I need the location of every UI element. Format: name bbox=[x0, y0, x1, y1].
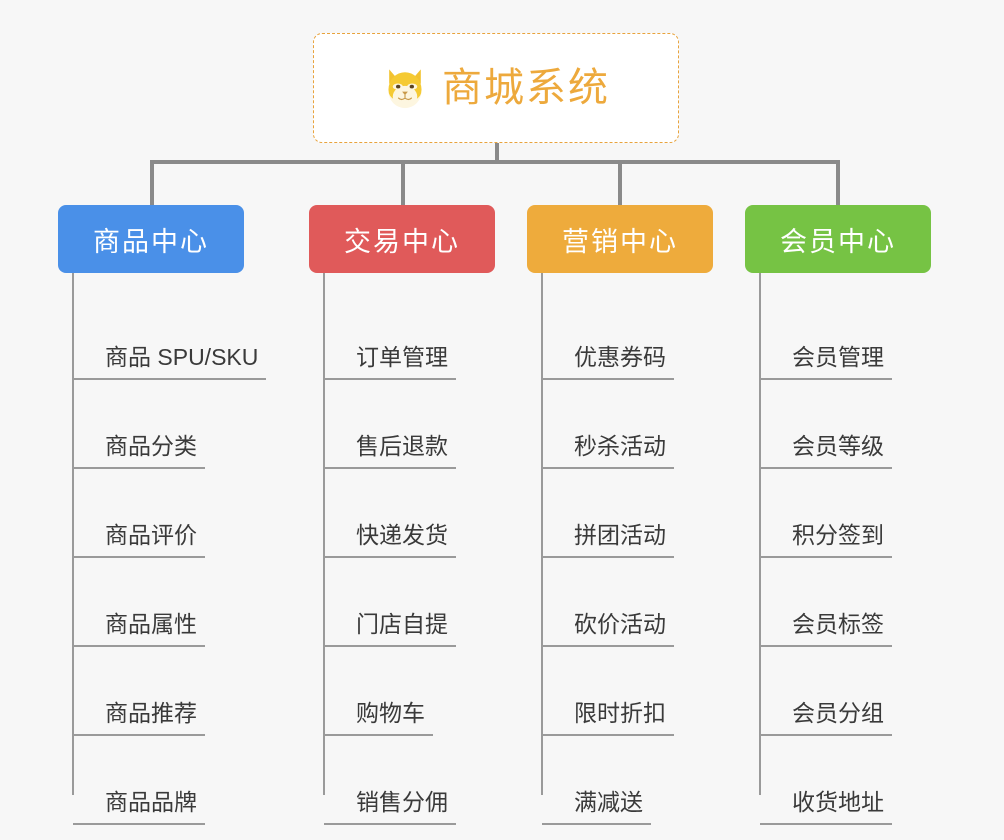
list-item[interactable]: 售后退款 bbox=[324, 380, 529, 469]
list-item[interactable]: 会员标签 bbox=[760, 558, 965, 647]
list-item[interactable]: 会员管理 bbox=[760, 291, 965, 380]
connector-drop-2 bbox=[401, 160, 405, 208]
list-item[interactable]: 商品分类 bbox=[73, 380, 308, 469]
category-header-label: 会员中心 bbox=[780, 226, 896, 257]
list-item[interactable]: 积分签到 bbox=[760, 469, 965, 558]
list-item[interactable]: 满减送 bbox=[542, 736, 747, 825]
list-item-label: 会员分组 bbox=[760, 699, 892, 736]
category-header-product-center[interactable]: 商品中心 bbox=[58, 205, 244, 273]
category-header-marketing-center[interactable]: 营销中心 bbox=[527, 205, 713, 273]
root-node-title: 商城系统 bbox=[442, 66, 610, 110]
dog-face-icon bbox=[388, 69, 422, 109]
list-item-label: 限时折扣 bbox=[542, 699, 674, 736]
item-list-trade-center: 订单管理 售后退款 快递发货 门店自提 购物车 销售分佣 bbox=[309, 273, 529, 825]
list-item[interactable]: 限时折扣 bbox=[542, 647, 747, 736]
list-item-label: 积分签到 bbox=[760, 521, 892, 558]
list-item-label: 优惠券码 bbox=[542, 343, 674, 380]
list-item-label: 售后退款 bbox=[324, 432, 456, 469]
list-item-label: 快递发货 bbox=[324, 521, 456, 558]
list-item[interactable]: 商品属性 bbox=[73, 558, 308, 647]
list-item[interactable]: 商品推荐 bbox=[73, 647, 308, 736]
list-item[interactable]: 商品品牌 bbox=[73, 736, 308, 825]
list-item-label: 商品评价 bbox=[73, 521, 205, 558]
list-item-label: 门店自提 bbox=[324, 610, 456, 647]
connector-drop-1 bbox=[150, 160, 154, 208]
list-item-label: 商品属性 bbox=[73, 610, 205, 647]
branch-column-marketing-center: 营销中心 优惠券码 秒杀活动 拼团活动 砍价活动 限时折扣 满减送 bbox=[527, 205, 747, 825]
category-header-member-center[interactable]: 会员中心 bbox=[745, 205, 931, 273]
list-item[interactable]: 商品评价 bbox=[73, 469, 308, 558]
list-item-label: 订单管理 bbox=[324, 343, 456, 380]
list-item-label: 会员等级 bbox=[760, 432, 892, 469]
list-item[interactable]: 秒杀活动 bbox=[542, 380, 747, 469]
connector-horizontal-bus bbox=[150, 160, 840, 164]
category-header-label: 商品中心 bbox=[93, 226, 209, 257]
category-header-label: 交易中心 bbox=[344, 226, 460, 257]
list-item-label: 商品 SPU/SKU bbox=[73, 343, 267, 380]
list-item[interactable]: 收货地址 bbox=[760, 736, 965, 825]
list-item[interactable]: 优惠券码 bbox=[542, 291, 747, 380]
branch-column-member-center: 会员中心 会员管理 会员等级 积分签到 会员标签 会员分组 收货地址 bbox=[745, 205, 965, 825]
list-item-label: 满减送 bbox=[542, 788, 651, 825]
list-item[interactable]: 订单管理 bbox=[324, 291, 529, 380]
category-header-label: 营销中心 bbox=[562, 226, 678, 257]
list-item[interactable]: 会员等级 bbox=[760, 380, 965, 469]
list-item-label: 商品品牌 bbox=[73, 788, 205, 825]
connector-drop-4 bbox=[836, 160, 840, 208]
item-list-marketing-center: 优惠券码 秒杀活动 拼团活动 砍价活动 限时折扣 满减送 bbox=[527, 273, 747, 825]
connector-root-stem bbox=[495, 143, 499, 163]
item-list-product-center: 商品 SPU/SKU 商品分类 商品评价 商品属性 商品推荐 商品品牌 bbox=[58, 273, 308, 825]
list-item[interactable]: 商品 SPU/SKU bbox=[73, 291, 308, 380]
list-item-label: 商品分类 bbox=[73, 432, 205, 469]
branch-column-product-center: 商品中心 商品 SPU/SKU 商品分类 商品评价 商品属性 商品推荐 商品品牌 bbox=[58, 205, 308, 825]
list-item-label: 购物车 bbox=[324, 699, 433, 736]
list-item-label: 销售分佣 bbox=[324, 788, 456, 825]
list-item-label: 拼团活动 bbox=[542, 521, 674, 558]
list-item-label: 会员标签 bbox=[760, 610, 892, 647]
list-item[interactable]: 购物车 bbox=[324, 647, 529, 736]
list-item[interactable]: 门店自提 bbox=[324, 558, 529, 647]
list-item[interactable]: 砍价活动 bbox=[542, 558, 747, 647]
list-item[interactable]: 快递发货 bbox=[324, 469, 529, 558]
list-item[interactable]: 销售分佣 bbox=[324, 736, 529, 825]
list-item-label: 砍价活动 bbox=[542, 610, 674, 647]
branch-column-trade-center: 交易中心 订单管理 售后退款 快递发货 门店自提 购物车 销售分佣 bbox=[309, 205, 529, 825]
category-header-trade-center[interactable]: 交易中心 bbox=[309, 205, 495, 273]
list-item-label: 会员管理 bbox=[760, 343, 892, 380]
list-item-label: 商品推荐 bbox=[73, 699, 205, 736]
list-item-label: 收货地址 bbox=[760, 788, 892, 825]
list-item[interactable]: 拼团活动 bbox=[542, 469, 747, 558]
item-list-member-center: 会员管理 会员等级 积分签到 会员标签 会员分组 收货地址 bbox=[745, 273, 965, 825]
list-item-label: 秒杀活动 bbox=[542, 432, 674, 469]
list-item[interactable]: 会员分组 bbox=[760, 647, 965, 736]
root-node-shop-system[interactable]: 商城系统 bbox=[313, 33, 679, 143]
connector-drop-3 bbox=[618, 160, 622, 208]
